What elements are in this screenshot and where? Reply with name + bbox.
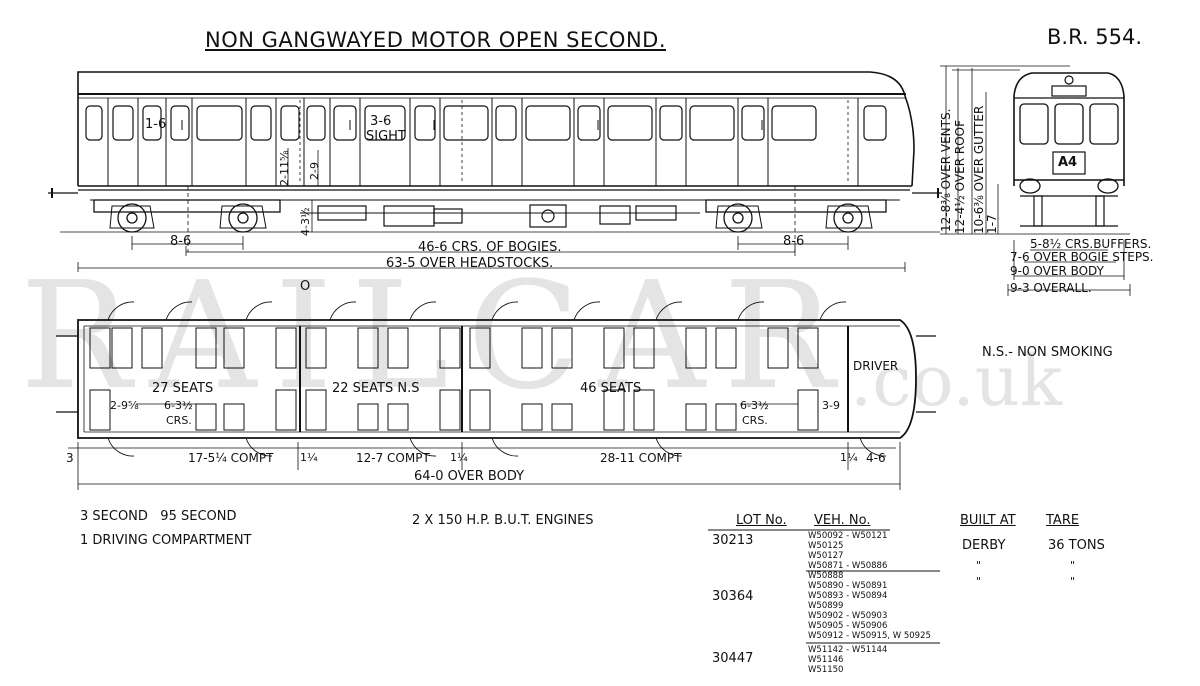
drawing-title: NON GANGWAYED MOTOR OPEN SECOND.	[205, 28, 666, 52]
partition-2-dim: 1¼	[450, 451, 468, 464]
partition-1-dim: 1¼	[300, 451, 318, 464]
right-crs-label: 6-3½	[740, 399, 769, 412]
seats-compt-1: 27 SEATS	[152, 381, 214, 396]
ditto-built-1: "	[976, 559, 982, 572]
over-roof-dimension: 12-4½ OVER ROOF	[953, 120, 967, 234]
step-dimension: 1-7	[985, 214, 999, 234]
ditto-tare-2: "	[1070, 575, 1076, 588]
veh-row-1-1: W50092 - W50121	[808, 531, 888, 541]
sight-word-label: SIGHT	[366, 129, 406, 144]
veh-row-2-5: W50905 - W50906	[808, 621, 888, 631]
veh-row-2-1: W50890 - W50891	[808, 581, 888, 591]
left-gap-label: 2-9⅝	[110, 399, 139, 412]
bogie-left	[93, 199, 281, 233]
lot-30447: 30447	[712, 651, 754, 666]
seats-compt-2: 22 SEATS N.S	[332, 381, 420, 396]
buffer-centres-dimension: 5-8½ CRS.BUFFERS.	[1030, 237, 1152, 251]
over-vents-dimension: 12-8⅜ OVER VENTS.	[939, 108, 953, 232]
right-gap-label: 3-9	[822, 399, 840, 412]
watermark-railcar: RAILCAR	[20, 250, 853, 422]
headcode-box: A4	[1058, 155, 1078, 170]
veh-row-3-2: W51146	[808, 655, 844, 665]
veh-row-1-2: W50125	[808, 541, 844, 551]
ditto-tare-1: "	[1070, 559, 1076, 572]
partition-3-dim: 1¼	[840, 451, 858, 464]
step-height-label: 2-11⅝	[278, 150, 291, 186]
veh-row-1-4: W50871 - W50886	[808, 561, 888, 571]
built-at-header: BUILT AT	[960, 513, 1016, 528]
side-elevation	[48, 71, 942, 272]
seats-compt-3: 46 SEATS	[580, 381, 642, 396]
bogie-centres-dimension: 46-6 CRS. OF BOGIES.	[418, 240, 562, 255]
lot-no-header: LOT No.	[736, 513, 787, 528]
door-height-label: 2-9	[308, 162, 321, 180]
bogie-wheelbase-left: 8-6	[170, 234, 192, 249]
built-derby: DERBY	[962, 538, 1006, 553]
diagram-number: B.R. 554.	[1047, 25, 1143, 49]
driver-label: DRIVER	[853, 359, 899, 373]
watermark-domain: .co.uk	[850, 340, 1063, 422]
compt-3-length: 28-11 COMPT	[600, 451, 682, 465]
veh-row-2-4: W50902 - W50903	[808, 611, 888, 621]
ditto-built-2: "	[976, 575, 982, 588]
compt-2-length: 12-7 COMPT	[356, 451, 430, 465]
end-elevation	[940, 65, 1131, 296]
over-body-length: 64-0 OVER BODY	[414, 469, 525, 484]
left-crs-word: CRS.	[166, 414, 192, 427]
left-crs-label: 6-3½	[164, 399, 193, 412]
compt-1-length: 17-5¼ COMPT	[188, 451, 274, 465]
plan-view	[56, 301, 940, 644]
sight-height-label: 3-6	[370, 114, 392, 129]
veh-row-1-5: W50888	[808, 571, 844, 581]
veh-row-2-3: W50899	[808, 601, 844, 611]
lot-30364: 30364	[712, 589, 754, 604]
cab-length: 4-6	[866, 451, 886, 465]
tare-36-tons: 36 TONS	[1048, 538, 1105, 553]
veh-row-3-1: W51142 - W51144	[808, 645, 888, 655]
accommodation-note: 3 SECOND 95 SECOND	[80, 509, 237, 524]
bogie-right	[705, 199, 887, 233]
veh-row-3-3: W51150	[808, 665, 844, 675]
engines-note: 2 X 150 H.P. B.U.T. ENGINES	[412, 513, 594, 528]
tare-header: TARE	[1046, 513, 1080, 528]
over-headstocks-dimension: 63-5 OVER HEADSTOCKS.	[386, 256, 554, 271]
lot-30213: 30213	[712, 533, 754, 548]
overall-width: 9-3 OVERALL.	[1010, 281, 1092, 295]
veh-row-2-6: W50912 - W50915, W 50925	[808, 631, 931, 641]
over-body-width: 9-0 OVER BODY	[1010, 264, 1104, 278]
over-gutter-dimension: 10-6⅜ OVER GUTTER	[972, 105, 986, 234]
bogie-steps-dimension: 7-6 OVER BOGIE STEPS.	[1010, 250, 1154, 264]
veh-no-header: VEH. No.	[814, 513, 871, 528]
non-smoking-legend: N.S.- NON SMOKING	[982, 345, 1113, 360]
driving-compartment-note: 1 DRIVING COMPARTMENT	[80, 533, 252, 548]
floor-height-label: 4-3½	[299, 207, 312, 236]
first-class-window-label: 1-6	[145, 117, 167, 132]
end-dim-left: 3	[66, 451, 74, 465]
right-crs-word: CRS.	[742, 414, 768, 427]
circle-mark: O	[300, 279, 311, 294]
bogie-wheelbase-right: 8-6	[783, 234, 805, 249]
veh-row-2-2: W50893 - W50894	[808, 591, 888, 601]
veh-row-1-3: W50127	[808, 551, 844, 561]
